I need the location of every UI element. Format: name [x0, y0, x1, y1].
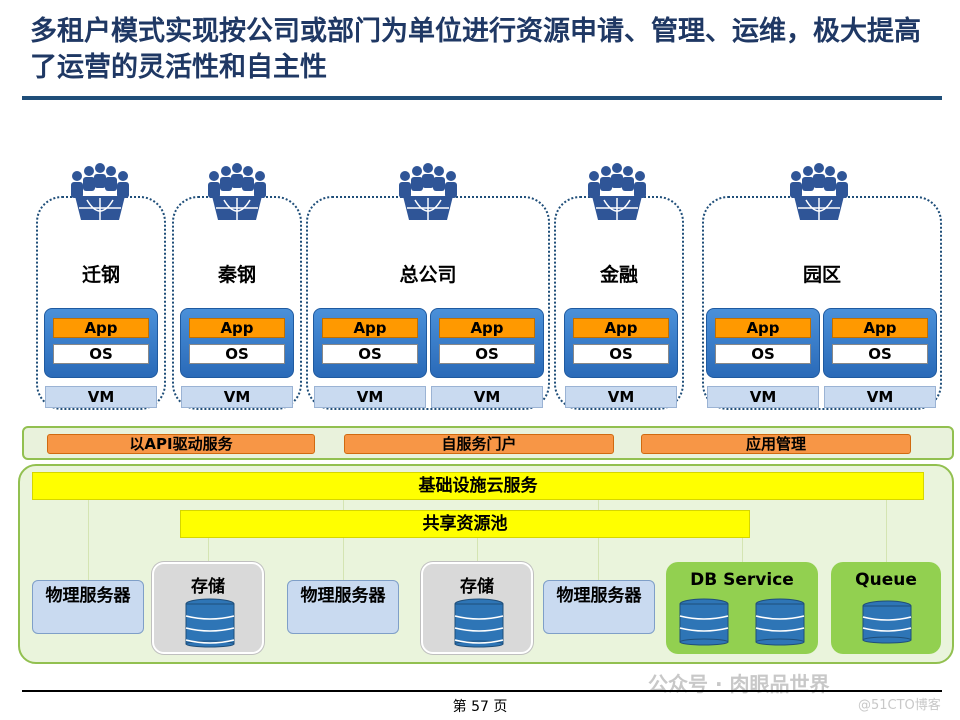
vm-label: VM: [314, 386, 426, 408]
app-layer: App: [322, 318, 418, 338]
app-layer: App: [715, 318, 811, 338]
database-icon: [454, 598, 504, 648]
os-layer: OS: [715, 344, 811, 364]
tenant-label: 总公司: [399, 264, 457, 286]
page-title: 多租户模式实现按公司或部门为单位进行资源申请、管理、运维，极大提高了运营的灵活性…: [30, 16, 921, 83]
connector-line: [598, 500, 599, 580]
storage-unit: 存储: [152, 562, 264, 654]
database-icon: [185, 598, 235, 648]
tenant-label: 秦钢: [217, 264, 256, 286]
watermark-site: @51CTO博客: [858, 698, 941, 713]
connector-line: [88, 500, 89, 580]
app-management: 应用管理: [641, 434, 911, 454]
connector-line: [742, 536, 743, 562]
tenant-label: 园区: [802, 264, 841, 286]
db-service-unit: DB Service: [666, 562, 818, 654]
connector-line: [208, 536, 209, 562]
queue-icon: [862, 600, 912, 644]
physical-server: 物理服务器: [287, 580, 399, 634]
physical-server: 物理服务器: [543, 580, 655, 634]
os-layer: OS: [189, 344, 285, 364]
app-layer: App: [189, 318, 285, 338]
self-service-portal: 自服务门户: [344, 434, 614, 454]
vm-label: VM: [431, 386, 543, 408]
app-layer: App: [573, 318, 669, 338]
tenant-users-icon: [588, 163, 646, 220]
tenant-users-icon: [790, 163, 848, 220]
database-icon: [755, 598, 805, 646]
app-layer: App: [53, 318, 149, 338]
vm-label: VM: [707, 386, 819, 408]
vm-label: VM: [181, 386, 293, 408]
api-service: 以API驱动服务: [47, 434, 315, 454]
storage-label: 存储: [460, 577, 494, 597]
app-layer: App: [439, 318, 535, 338]
page-number: 第 57 页: [452, 699, 508, 715]
connector-line: [886, 500, 887, 562]
shared-resource-pool: 共享资源池: [180, 510, 750, 538]
infrastructure-cloud-service: 基础设施云服务: [32, 472, 924, 500]
footer-divider: [22, 690, 942, 692]
os-layer: OS: [832, 344, 928, 364]
database-icon: [679, 598, 729, 646]
tenant-users-icon: [71, 163, 129, 220]
title-divider: [22, 96, 942, 100]
os-layer: OS: [53, 344, 149, 364]
tenant-users-icon: [399, 163, 457, 220]
app-layer: App: [832, 318, 928, 338]
storage-label: 存储: [191, 577, 225, 597]
vm-label: VM: [824, 386, 936, 408]
connector-line: [477, 536, 478, 562]
storage-unit: 存储: [421, 562, 533, 654]
db-service-label: DB Service: [690, 570, 794, 590]
vm-label: VM: [565, 386, 677, 408]
watermark: 公众号 · 肉眼品世界: [648, 672, 830, 696]
queue-unit: Queue: [831, 562, 941, 654]
tenant-label: 金融: [599, 264, 638, 286]
connector-line: [343, 500, 344, 580]
queue-label: Queue: [855, 570, 917, 590]
vm-label: VM: [45, 386, 157, 408]
os-layer: OS: [322, 344, 418, 364]
physical-server: 物理服务器: [32, 580, 144, 634]
tenant-label: 迁钢: [81, 264, 120, 286]
tenant-users-icon: [208, 163, 266, 220]
os-layer: OS: [573, 344, 669, 364]
os-layer: OS: [439, 344, 535, 364]
